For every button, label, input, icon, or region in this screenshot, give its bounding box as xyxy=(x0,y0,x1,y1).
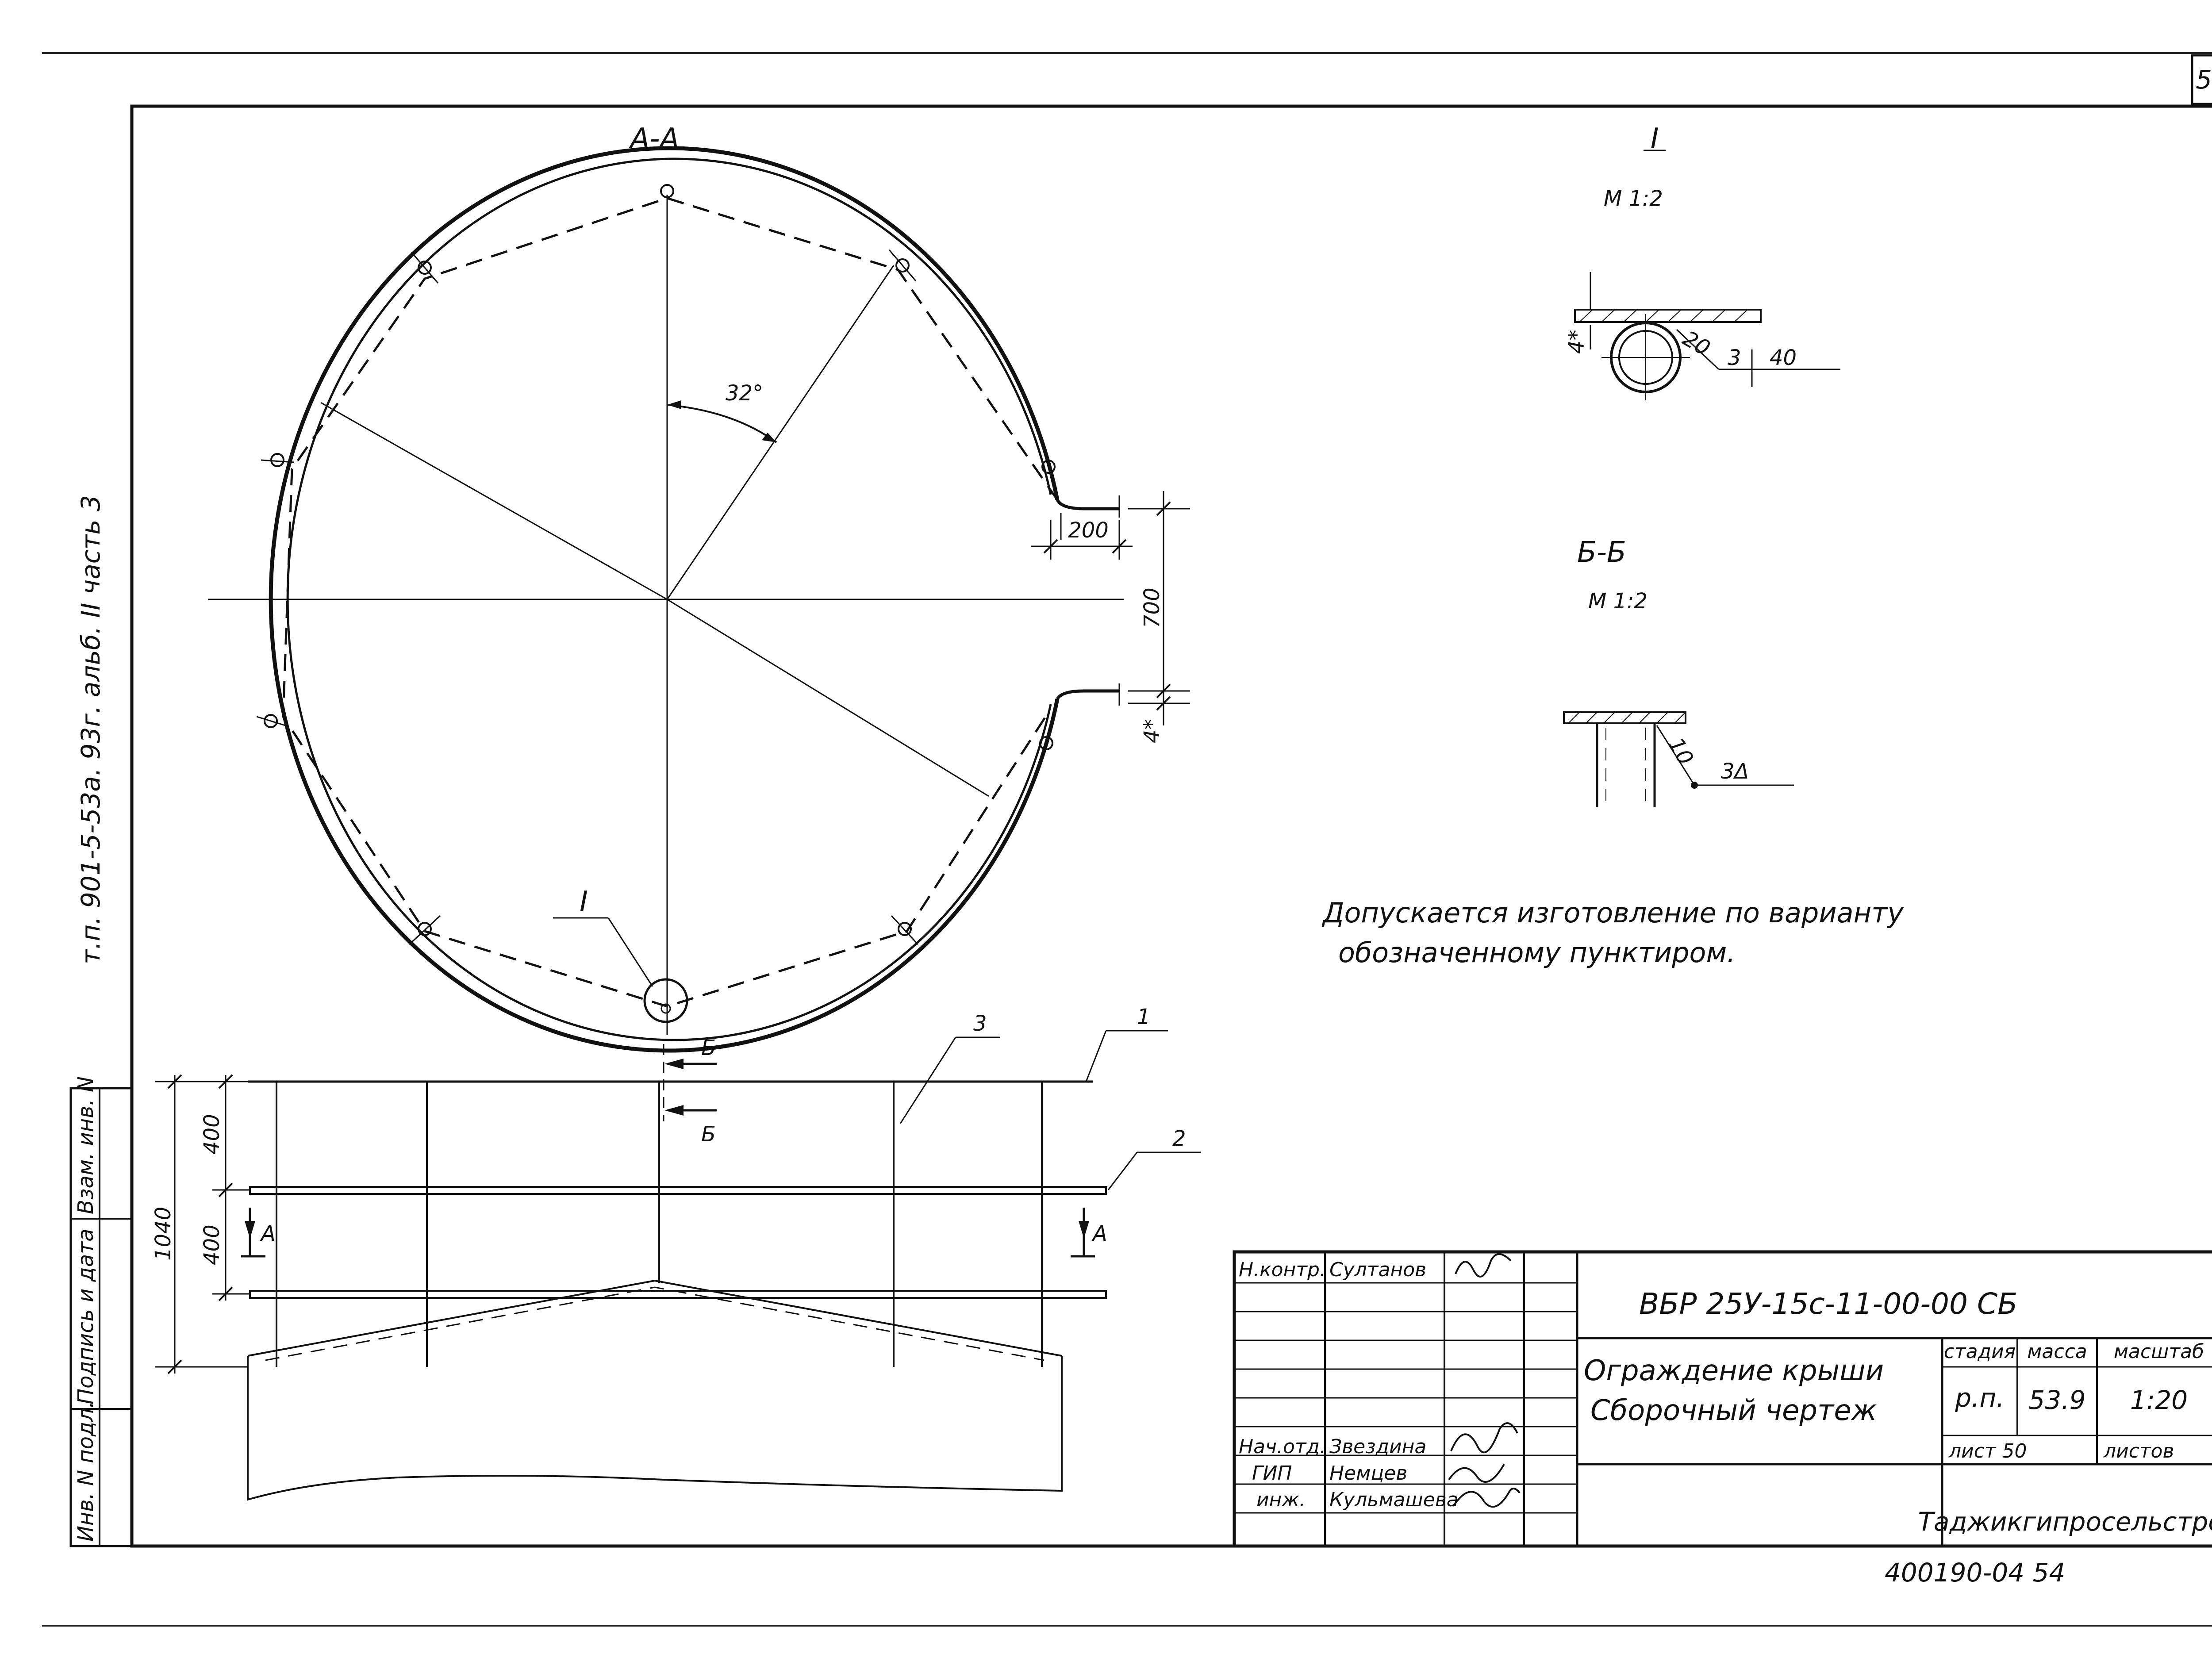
signature-role-chief-engineer: ГИП xyxy=(1252,1462,1292,1485)
page-number: 53 xyxy=(2196,65,2212,95)
side-table-signature-date: Подпись и дата xyxy=(73,1228,98,1404)
sheet-edges xyxy=(42,52,2212,1627)
elevation-upper-spacing: 400 xyxy=(200,1114,224,1155)
dashed-variant xyxy=(282,197,1059,1008)
page-number-box: 53 xyxy=(2191,54,2212,105)
position-1: 1 xyxy=(1137,1005,1151,1029)
title-block xyxy=(1233,1250,2212,1548)
drawing-frame xyxy=(130,104,2212,1548)
section-b-lower: Б xyxy=(701,1122,716,1147)
sheets-total: листов xyxy=(2103,1440,2174,1462)
scale-header: масштаб xyxy=(2114,1340,2204,1363)
section-b-upper: Б xyxy=(701,1036,716,1060)
drawing-name-line-2: Сборочный чертеж xyxy=(1590,1394,1877,1427)
signature-name-dept-head: Звездина xyxy=(1329,1435,1426,1458)
elevation-lower-spacing: 400 xyxy=(200,1224,224,1265)
ring-plan-view xyxy=(208,146,1190,1053)
ring-outer xyxy=(269,146,1060,1053)
detail-i-ref: I xyxy=(580,886,588,918)
section-bb-scale: М 1:2 xyxy=(1588,589,1647,614)
signature-role-engineer: инж. xyxy=(1256,1489,1306,1511)
angle-label: 32° xyxy=(726,381,763,406)
scale-value: 1:20 xyxy=(2130,1385,2188,1415)
detail-i-marker xyxy=(643,978,688,1023)
sheet-number: лист 50 xyxy=(1948,1440,2027,1462)
signature-name-engineer: Кульмашева xyxy=(1329,1489,1459,1511)
detail-i-title: I xyxy=(1651,123,1659,155)
stage-value: р.п. xyxy=(1955,1383,2005,1413)
detail-i-scale: М 1:2 xyxy=(1604,186,1663,211)
note-line-1: Допускается изготовление по варианту xyxy=(1321,897,1904,929)
gap-width-dim: 200 xyxy=(1068,518,1109,543)
section-bb-dim: 10 xyxy=(1663,733,1698,769)
signature-role-dept-head: Нач.отд. xyxy=(1239,1435,1326,1458)
archive-number: 400190-04 54 xyxy=(1885,1558,2065,1588)
elevation-view xyxy=(155,1030,1201,1501)
ring-inner xyxy=(286,157,1052,1041)
detail-i-weld-mark: 4* xyxy=(1564,330,1589,354)
end-weld-mark: 4* xyxy=(1140,719,1164,743)
document-code: ВБР 25У-15с-11-00-00 СБ xyxy=(1639,1287,2017,1321)
stage-header: стадия xyxy=(1944,1340,2016,1363)
note-line-2: обозначенному пунктиром. xyxy=(1338,936,1736,969)
detail-i-view xyxy=(1574,150,1840,400)
opening-height-dim: 700 xyxy=(1140,587,1164,628)
signature-name-norm-control: Султанов xyxy=(1329,1259,1426,1281)
detail-i-weld-pitch: 40 xyxy=(1770,345,1797,370)
mass-header: масса xyxy=(2027,1340,2087,1363)
handwritten-signatures xyxy=(1448,1253,1521,1508)
side-stamp: т.п. 901-5-53а. 93г. альб. II часть 3 xyxy=(76,495,106,964)
signature-role-norm-control: Н.контр. xyxy=(1239,1259,1326,1281)
section-a-right: А xyxy=(1091,1221,1107,1246)
elevation-total-height: 1040 xyxy=(151,1207,176,1261)
detail-i-weld-leg: 3 xyxy=(1728,345,1741,370)
position-3: 3 xyxy=(973,1011,987,1036)
side-table-inv-podl: Инв. N подл. xyxy=(73,1401,98,1542)
detail-i-weld-length: 20 xyxy=(1678,326,1714,361)
section-bb-view xyxy=(1563,711,1794,807)
section-a-left: А xyxy=(260,1221,276,1246)
section-bb-weld: 3Δ xyxy=(1721,759,1749,784)
mass-value: 53.9 xyxy=(2028,1385,2085,1415)
drawing-name-line-1: Ограждение крыши xyxy=(1584,1355,1884,1387)
signature-name-chief-engineer: Немцев xyxy=(1329,1462,1407,1485)
side-table xyxy=(69,1087,133,1547)
organization-name: Таджикгипросельстрой xyxy=(1918,1507,2212,1537)
side-table-replacement-inv: Взам. инв. N xyxy=(73,1076,98,1214)
section-bb-title: Б-Б xyxy=(1577,536,1626,569)
position-2: 2 xyxy=(1172,1126,1186,1151)
section-a-a-title: А-А xyxy=(629,123,680,155)
